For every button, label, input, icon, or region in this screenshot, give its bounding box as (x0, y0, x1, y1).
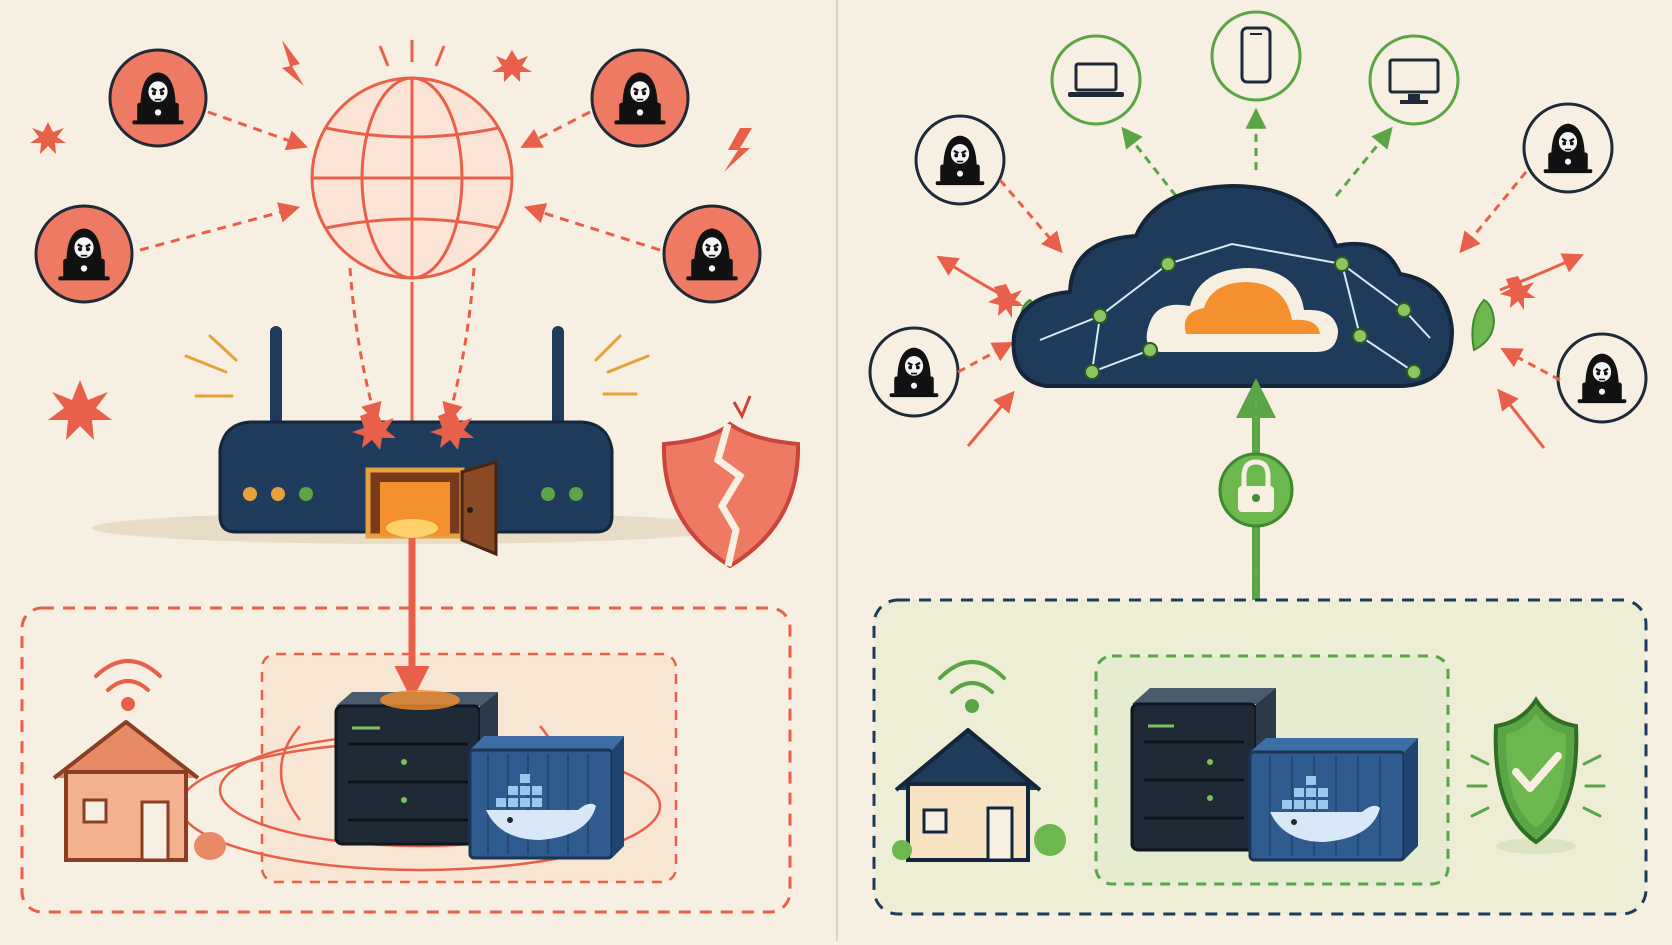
wifi-icon (938, 660, 1006, 713)
hacker-icon (662, 204, 762, 304)
padlock-icon (1218, 452, 1294, 528)
broken-shield-icon (661, 395, 801, 569)
laptop-icon (1050, 34, 1142, 126)
hacker-icon (914, 114, 1006, 206)
hacker-icon (34, 204, 134, 304)
globe-icon (310, 40, 514, 280)
hacker-icon (590, 48, 690, 148)
spark-icon (988, 276, 1536, 318)
hacker-icon (1522, 102, 1614, 194)
attack-arrows (139, 110, 661, 252)
house-icon (52, 720, 226, 862)
wifi-icon (94, 659, 162, 711)
server-icon (334, 690, 498, 846)
client-arrows (1121, 107, 1393, 197)
monitor-icon (1368, 34, 1460, 126)
cloud-icon (1011, 183, 1455, 388)
open-door-icon (365, 459, 498, 557)
left-panel (20, 40, 801, 914)
home-network-boundary (20, 606, 792, 914)
spark-icon (352, 410, 474, 450)
docker-container-icon (1248, 738, 1418, 862)
phone-icon (1210, 10, 1302, 102)
hacker-icon (868, 326, 960, 418)
hacker-icon (108, 48, 208, 148)
globe-to-router-arrows (348, 267, 476, 445)
check-shield-icon (1466, 696, 1606, 854)
hacker-icon (1556, 332, 1648, 424)
burst-icon (30, 40, 752, 440)
house-icon (892, 728, 1066, 862)
vibration-lines (184, 334, 650, 398)
right-panel (868, 10, 1648, 916)
glow (392, 522, 432, 538)
docker-container-icon (468, 736, 624, 860)
